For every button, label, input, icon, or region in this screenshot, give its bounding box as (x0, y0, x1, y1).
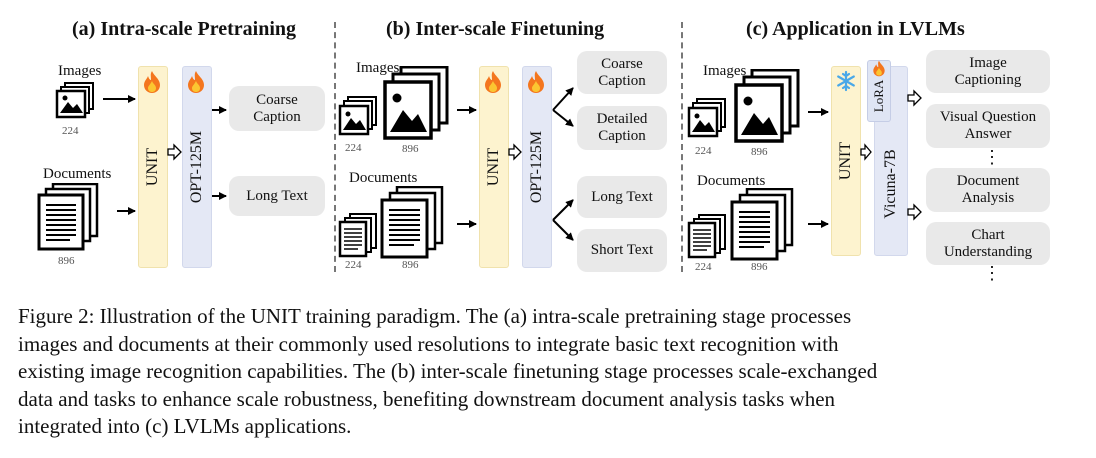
unit-encoder-block: UNIT (479, 66, 509, 268)
ellipsis-vertical: ⋮ (983, 147, 1001, 167)
output-document-analysis: Document Analysis (926, 168, 1050, 212)
output-short-text: Short Text (577, 229, 667, 272)
output-visual-question-answer: Visual Question Answer (926, 104, 1050, 148)
document-stack-icon (37, 182, 99, 258)
panel-b-documents-label: Documents (349, 170, 418, 186)
image-stack-icon (383, 65, 449, 147)
image-stack-icon (338, 96, 378, 145)
output-image-captioning: Image Captioning (926, 50, 1050, 93)
caption-line: data and tasks to enhance scale robustne… (18, 386, 836, 411)
image-stack-icon (55, 82, 95, 127)
figure-caption: Figure 2: Illustration of the UNIT train… (18, 303, 1082, 441)
document-stack-icon (687, 214, 727, 265)
opt-decoder-block: OPT-125M (182, 66, 212, 268)
image-stack-icon (687, 98, 727, 147)
panel-a-image-res: 224 (62, 125, 79, 137)
ellipsis-vertical: ⋮ (983, 263, 1001, 283)
panel-c-image-res-small: 224 (695, 145, 712, 157)
output-coarse-caption: Coarse Caption (229, 86, 325, 131)
opt-decoder-block: OPT-125M (522, 66, 552, 268)
panel-b-image-res-small: 224 (345, 142, 362, 154)
fire-icon (141, 70, 163, 99)
hollow-arrow (508, 143, 522, 161)
panel-b-title: (b) Inter-scale Finetuning (386, 18, 605, 40)
panel-c-title: (c) Application in LVLMs (746, 18, 965, 40)
caption-line: images and documents at their commonly u… (18, 331, 839, 356)
hollow-arrow (907, 89, 922, 107)
panel-a-images-label: Images (58, 63, 102, 79)
arrow-line (552, 219, 574, 241)
panel-c-images-label: Images (703, 63, 747, 79)
panel-b-image-res-large: 896 (402, 143, 419, 155)
panel-c-doc-res-large: 896 (751, 261, 768, 273)
output-coarse-caption: Coarse Caption (577, 51, 667, 94)
unit-encoder-block: UNIT (138, 66, 168, 268)
caption-line: integrated into (c) LVLMs applications. (18, 414, 352, 438)
fire-icon (185, 70, 207, 99)
hollow-arrow (167, 143, 182, 161)
hollow-arrow (907, 203, 922, 221)
fire-icon (525, 70, 547, 99)
output-long-text: Long Text (229, 176, 325, 216)
panel-divider-1 (334, 22, 336, 272)
document-stack-icon (338, 213, 378, 264)
document-stack-icon (380, 185, 444, 265)
panel-b-images-label: Images (356, 60, 400, 76)
panel-divider-2 (681, 22, 683, 272)
document-stack-icon (730, 187, 794, 267)
output-long-text: Long Text (577, 176, 667, 218)
panel-c-image-res-large: 896 (751, 146, 768, 158)
image-stack-icon (734, 68, 800, 150)
fire-icon (482, 70, 504, 99)
arrow-line (552, 109, 574, 127)
panel-c-doc-res-small: 224 (695, 261, 712, 273)
fire-icon (871, 60, 887, 82)
arrow-line (552, 87, 574, 111)
arrow-line (552, 199, 574, 221)
panel-a-doc-res: 896 (58, 255, 75, 267)
hollow-arrow (860, 143, 872, 161)
panel-a-title: (a) Intra-scale Pretraining (72, 18, 297, 40)
caption-line: Figure 2: Illustration of the UNIT train… (18, 304, 852, 328)
unit-encoder-block: UNIT (831, 66, 861, 256)
panel-c-documents-label: Documents (697, 173, 766, 189)
output-detailed-caption: Detailed Caption (577, 106, 667, 150)
arrows-layer (103, 87, 922, 241)
snowflake-icon (835, 70, 857, 97)
panel-a-documents-label: Documents (43, 166, 112, 182)
panel-b-doc-res-small: 224 (345, 259, 362, 271)
panel-b-doc-res-large: 896 (402, 259, 419, 271)
caption-line: existing image recognition capabilities.… (18, 359, 878, 383)
output-chart-understanding: Chart Understanding (926, 222, 1050, 265)
